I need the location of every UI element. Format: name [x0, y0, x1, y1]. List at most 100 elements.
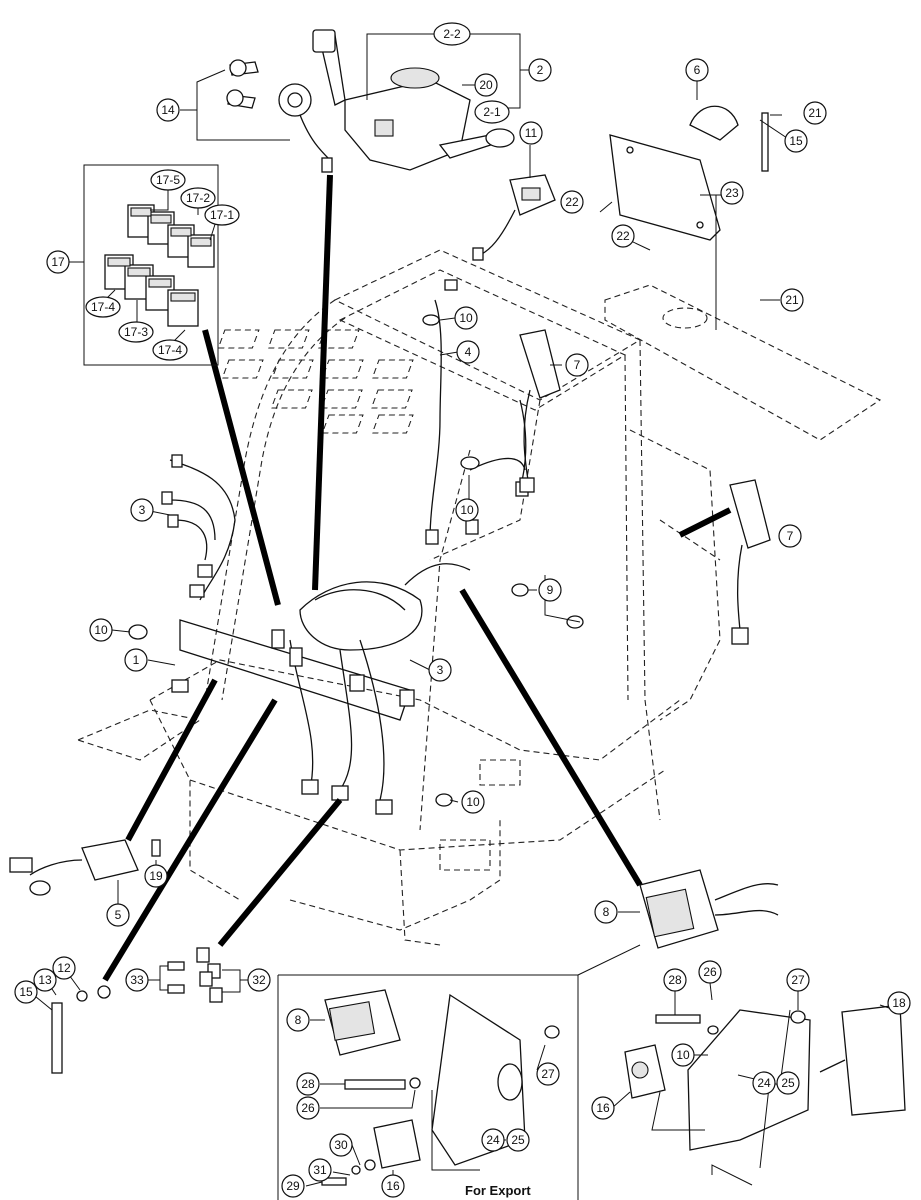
callout-32: 32	[247, 968, 271, 992]
callout-17-2-label: 17-2	[186, 191, 210, 205]
callout-33-label: 33	[130, 973, 144, 987]
callout-15b-label: 15	[19, 985, 33, 999]
callout-23: 23	[720, 181, 744, 205]
key-switch	[226, 59, 333, 173]
callout-26a: 26	[698, 960, 722, 984]
callout-15a-label: 15	[789, 134, 803, 148]
callout-17-5: 17-5	[150, 169, 186, 191]
callout-5: 5	[106, 903, 130, 927]
callout-31: 31	[308, 1158, 332, 1182]
rear-plate	[609, 105, 769, 241]
callout-3b: 3	[428, 658, 452, 682]
callout-26b-label: 26	[301, 1101, 315, 1115]
callout-24a: 24	[752, 1071, 776, 1095]
callout-25b-label: 25	[511, 1133, 525, 1147]
callout-8a: 8	[594, 900, 618, 924]
callout-27b-label: 27	[541, 1067, 555, 1081]
callout-7b: 7	[778, 524, 802, 548]
callout-1-label: 1	[133, 653, 140, 667]
callout-3a: 3	[130, 498, 154, 522]
callout-2-1: 2-1	[474, 100, 510, 124]
callout-2-1-label: 2-1	[483, 105, 501, 119]
callout-23-label: 23	[725, 186, 739, 200]
callout-12: 12	[52, 956, 76, 980]
callout-10c-label: 10	[466, 795, 480, 809]
callout-14-label: 14	[161, 103, 175, 117]
callout-21b: 21	[780, 288, 804, 312]
mirror	[819, 1004, 906, 1116]
headlight-main	[639, 869, 779, 949]
work-light-upper	[519, 329, 561, 493]
callout-21b-label: 21	[785, 293, 799, 307]
callout-9: 9	[538, 578, 562, 602]
callout-15a: 15	[784, 129, 808, 153]
callout-24b: 24	[481, 1128, 505, 1152]
callout-19: 19	[144, 864, 168, 888]
horn-unit	[9, 839, 161, 896]
rocker-switch-group	[104, 204, 215, 327]
callout-26b: 26	[296, 1096, 320, 1120]
callout-8a-label: 8	[603, 905, 610, 919]
callout-16b-label: 16	[386, 1179, 400, 1193]
callout-10b-label: 10	[460, 503, 474, 517]
callout-4-label: 4	[465, 345, 472, 359]
callout-17-3: 17-3	[118, 321, 154, 343]
callout-10b: 10	[455, 498, 479, 522]
callout-21a: 21	[803, 101, 827, 125]
leader-lines	[102, 174, 732, 982]
callout-13: 13	[33, 968, 57, 992]
callout-6-label: 6	[694, 63, 701, 77]
callout-20: 20	[474, 73, 498, 97]
callout-16a-label: 16	[596, 1101, 610, 1115]
callout-2-label: 2	[537, 63, 544, 77]
work-light-side	[729, 479, 771, 645]
callout-28b-label: 28	[301, 1077, 315, 1091]
callout-10e: 10	[671, 1043, 695, 1067]
callout-22b-label: 22	[616, 229, 630, 243]
callout-2-2: 2-2	[433, 22, 471, 46]
callout-6: 6	[685, 58, 709, 82]
callout-19-label: 19	[149, 869, 163, 883]
callout-10e-label: 10	[676, 1048, 690, 1062]
callout-4: 4	[456, 340, 480, 364]
export-inset: For Export	[277, 944, 641, 1200]
callout-16a: 16	[591, 1096, 615, 1120]
callout-17-1-label: 17-1	[210, 208, 234, 222]
callout-17-4b-label: 17-4	[158, 343, 182, 357]
callout-8b-label: 8	[295, 1013, 302, 1027]
callout-10a-label: 10	[459, 311, 473, 325]
callout-25a-label: 25	[781, 1076, 795, 1090]
callout-18-label: 18	[892, 996, 906, 1010]
callout-18: 18	[887, 991, 911, 1015]
main-harness	[161, 279, 529, 815]
callout-2-2-label: 2-2	[443, 27, 461, 41]
callout-11-label: 11	[525, 126, 538, 140]
cab-frame	[76, 249, 882, 946]
callout-5-label: 5	[115, 908, 122, 922]
callout-22a: 22	[560, 190, 584, 214]
callout-17-4a-label: 17-4	[91, 300, 115, 314]
callout-29-label: 29	[286, 1179, 300, 1193]
callout-27a-label: 27	[791, 973, 805, 987]
callout-27a: 27	[786, 968, 810, 992]
callout-20-label: 20	[479, 78, 493, 92]
callout-25a: 25	[776, 1071, 800, 1095]
callout-28a: 28	[663, 968, 687, 992]
callout-13-label: 13	[38, 973, 52, 987]
callout-21a-label: 21	[808, 106, 822, 120]
callout-30: 30	[329, 1133, 353, 1157]
combination-switch	[312, 29, 515, 171]
screw-clip-group	[167, 947, 223, 1003]
callout-16b: 16	[381, 1174, 405, 1198]
callout-33: 33	[125, 968, 149, 992]
callout-24a-label: 24	[757, 1076, 771, 1090]
callout-1: 1	[124, 648, 148, 672]
callout-24b-label: 24	[486, 1133, 500, 1147]
callout-2: 2	[528, 58, 552, 82]
callout-28a-label: 28	[668, 973, 682, 987]
lamp-bracket-right	[624, 1009, 811, 1151]
callout-17-1: 17-1	[204, 204, 240, 226]
callout-32-label: 32	[252, 973, 266, 987]
callout-17-4b: 17-4	[152, 339, 188, 361]
callout-10a: 10	[454, 306, 478, 330]
